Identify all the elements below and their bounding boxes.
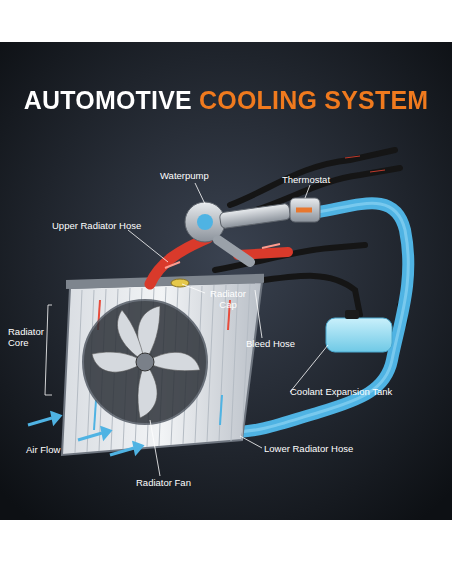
hose-stripes <box>345 156 385 172</box>
fan-blades <box>92 306 200 418</box>
upper-radiator-hose <box>150 238 208 284</box>
fan-hub <box>136 353 154 371</box>
pump-outlet <box>218 240 250 262</box>
leader-lines <box>45 183 328 476</box>
radiator-tank-top <box>66 274 264 289</box>
pump-housing <box>219 203 291 229</box>
part-label: Radiator Cap <box>204 288 252 310</box>
part-label: Coolant Expansion Tank <box>290 386 420 397</box>
part-label: Radiator Core <box>8 326 46 348</box>
part-label: Radiator Fan <box>136 477 216 488</box>
part-label: Upper Radiator Hose <box>52 220 162 231</box>
thermostat-arrow <box>296 208 312 213</box>
expansion-tank <box>326 318 392 352</box>
radiator-core <box>62 282 262 455</box>
diagram-title: AUTOMOTIVE COOLING SYSTEM <box>24 86 429 115</box>
part-label: Bleed Hose <box>246 338 316 349</box>
dark-panel <box>0 42 452 520</box>
part-label: Lower Radiator Hose <box>264 443 384 454</box>
thermostat <box>290 198 320 222</box>
tank-cap <box>345 310 359 319</box>
radiator-fan <box>83 300 207 424</box>
pump-impeller <box>197 214 213 230</box>
part-label: Waterpump <box>160 170 230 181</box>
part-label: Air Flow <box>26 444 86 455</box>
part-label: Thermostat <box>282 174 352 185</box>
title-row: AUTOMOTIVE COOLING SYSTEM <box>0 86 452 115</box>
